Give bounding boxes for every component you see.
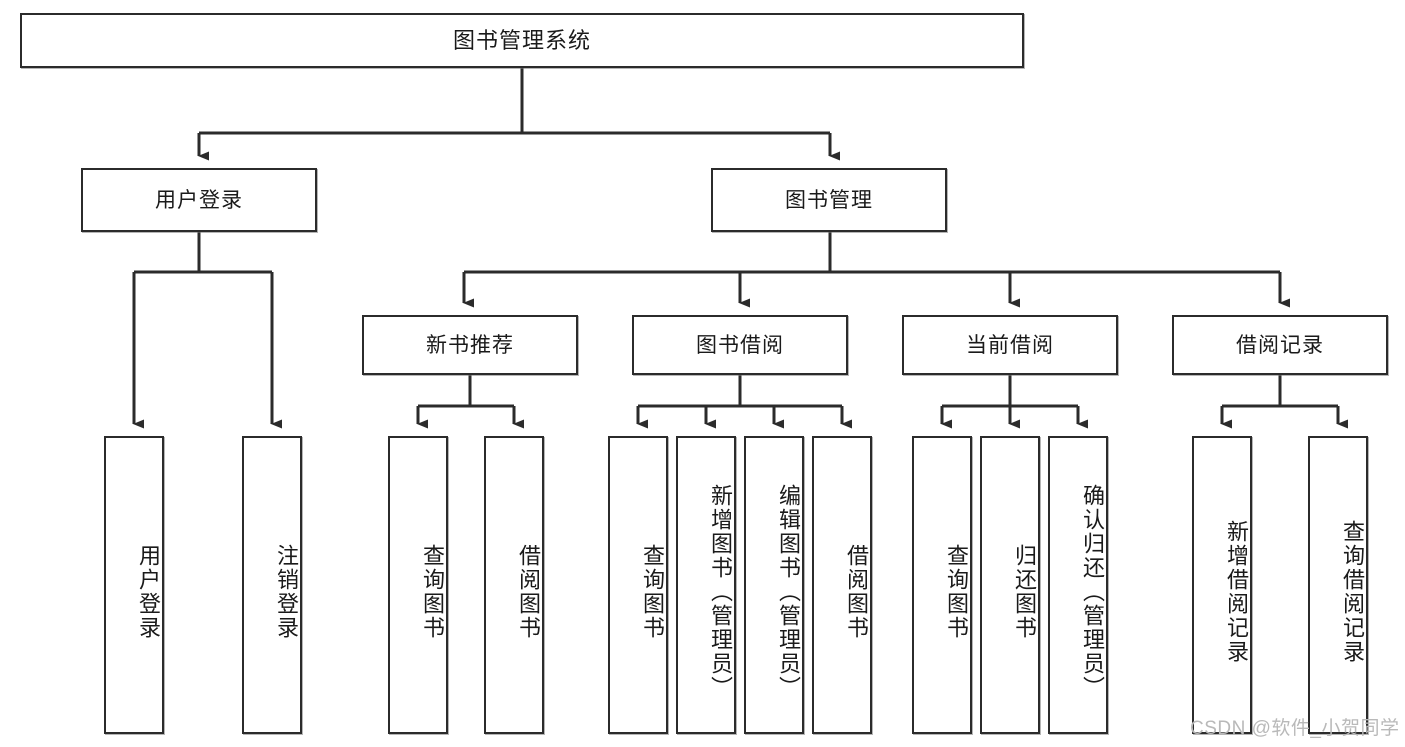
node-label: 图书管理系统 [452, 27, 591, 53]
leaf-new-book-query[interactable]: 查询图书 [388, 436, 448, 734]
node-label: 借阅图书 [844, 544, 869, 640]
leaf-current-borrow-return[interactable]: 归还图书 [980, 436, 1040, 734]
node-label: 查询图书 [944, 544, 969, 640]
leaf-new-book-borrow[interactable]: 借阅图书 [484, 436, 544, 734]
node-label: 用户登录 [136, 544, 161, 640]
node-label: 借阅记录 [1236, 333, 1324, 357]
node-label: 编辑图书（管理员） [776, 484, 801, 700]
node-label: 新增图书（管理员） [708, 484, 733, 700]
leaf-user-login-signin[interactable]: 用户登录 [104, 436, 164, 734]
node-user-login[interactable]: 用户登录 [81, 168, 317, 232]
node-label: 新书推荐 [426, 333, 514, 357]
node-label: 确认归还（管理员） [1080, 484, 1105, 700]
node-current-borrow[interactable]: 当前借阅 [902, 315, 1118, 375]
leaf-book-borrow-borrow[interactable]: 借阅图书 [812, 436, 872, 734]
node-label: 用户登录 [155, 188, 243, 212]
node-label: 归还图书 [1012, 544, 1037, 640]
leaf-book-borrow-add[interactable]: 新增图书（管理员） [676, 436, 736, 734]
leaf-current-borrow-confirm-return[interactable]: 确认归还（管理员） [1048, 436, 1108, 734]
node-label: 图书借阅 [696, 333, 784, 357]
node-label: 查询图书 [640, 544, 665, 640]
node-root-book-management-system[interactable]: 图书管理系统 [20, 13, 1024, 68]
node-book-management[interactable]: 图书管理 [711, 168, 947, 232]
node-label: 查询图书 [420, 544, 445, 640]
leaf-borrow-record-add[interactable]: 新增借阅记录 [1192, 436, 1252, 734]
leaf-current-borrow-query[interactable]: 查询图书 [912, 436, 972, 734]
node-new-book-recommend[interactable]: 新书推荐 [362, 315, 578, 375]
node-book-borrow[interactable]: 图书借阅 [632, 315, 848, 375]
node-label: 借阅图书 [516, 544, 541, 640]
node-label: 当前借阅 [966, 333, 1054, 357]
node-label: 注销登录 [274, 544, 299, 640]
leaf-book-borrow-query[interactable]: 查询图书 [608, 436, 668, 734]
node-label: 新增借阅记录 [1224, 520, 1249, 664]
leaf-borrow-record-query[interactable]: 查询借阅记录 [1308, 436, 1368, 734]
node-borrow-record[interactable]: 借阅记录 [1172, 315, 1388, 375]
node-label: 图书管理 [785, 188, 873, 212]
leaf-user-login-signout[interactable]: 注销登录 [242, 436, 302, 734]
leaf-book-borrow-edit[interactable]: 编辑图书（管理员） [744, 436, 804, 734]
node-label: 查询借阅记录 [1340, 520, 1365, 664]
